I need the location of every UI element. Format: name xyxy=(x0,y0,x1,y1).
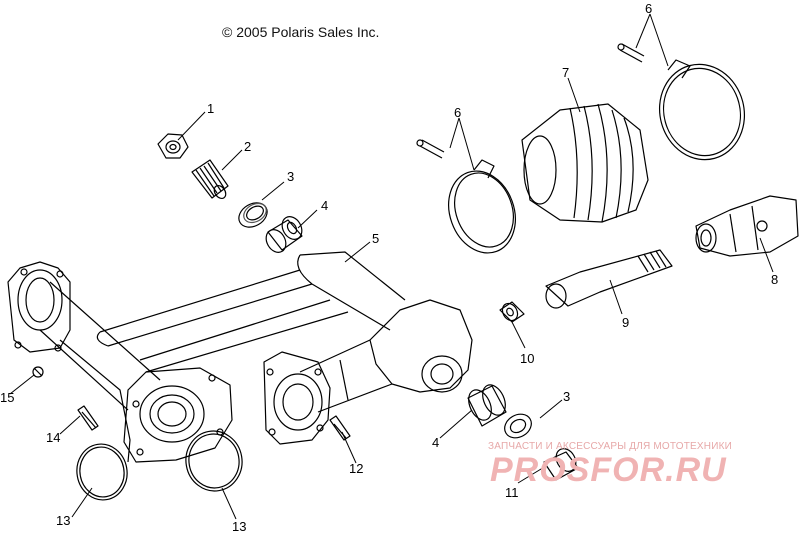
callout-3-lower: 3 xyxy=(563,389,571,404)
callout-13-right: 13 xyxy=(232,519,247,534)
watermark-logo: PROSFOR.RU xyxy=(490,451,727,489)
callout-1: 1 xyxy=(207,101,215,116)
hex-nut-part-1 xyxy=(157,133,189,159)
callout-14: 14 xyxy=(46,430,61,445)
watermark-tagline: ЗАПЧАСТИ И АКСЕССУАРЫ ДЛЯ МОТОТЕХНИКИ xyxy=(488,441,733,452)
callout-9: 9 xyxy=(622,315,630,330)
spacer-part-11 xyxy=(543,448,579,481)
left-arm-bearing-flange xyxy=(123,367,233,463)
callout-7: 7 xyxy=(562,65,570,80)
center-gearcase-housing xyxy=(299,299,473,413)
seal-part-3-upper xyxy=(238,202,268,228)
callout-12: 12 xyxy=(349,461,364,476)
o-ring-part-13-left xyxy=(76,443,128,501)
callout-4: 4 xyxy=(321,198,329,213)
clamp-part-6-left xyxy=(416,139,516,254)
callout-6-right: 6 xyxy=(645,1,653,16)
boot-part-7 xyxy=(521,103,649,223)
spline-coupler-part-10 xyxy=(499,301,525,323)
clamp-part-6-right xyxy=(617,43,746,161)
u-joint-yoke-part-8 xyxy=(695,195,799,257)
bearing-part-4-lower xyxy=(467,384,507,427)
callout-6-left: 6 xyxy=(454,105,462,120)
swing-arm-upper-tube xyxy=(96,251,406,373)
callout-8: 8 xyxy=(771,272,779,287)
left-flange-housing xyxy=(7,261,161,463)
drive-shaft-part-9 xyxy=(545,249,673,309)
callout-2: 2 xyxy=(244,139,252,154)
center-left-flange xyxy=(263,351,331,445)
seal-part-3-lower xyxy=(504,413,532,439)
o-ring-part-13-right xyxy=(185,430,243,492)
callout-11: 11 xyxy=(505,485,519,500)
callout-10: 10 xyxy=(520,351,535,366)
bolt-part-14 xyxy=(77,405,99,431)
callout-3: 3 xyxy=(287,169,295,184)
callout-15: 15 xyxy=(0,390,15,405)
callout-13-left: 13 xyxy=(56,513,71,528)
callout-5: 5 xyxy=(372,231,380,246)
bearing-part-4-upper xyxy=(265,216,303,253)
bolt-part-12 xyxy=(329,415,351,441)
copyright-notice: © 2005 Polaris Sales Inc. xyxy=(222,24,380,40)
callout-4-lower: 4 xyxy=(432,435,440,450)
leader-lines xyxy=(9,13,774,520)
bolt-part-15 xyxy=(32,366,44,378)
threaded-stud-part-2 xyxy=(191,159,229,200)
